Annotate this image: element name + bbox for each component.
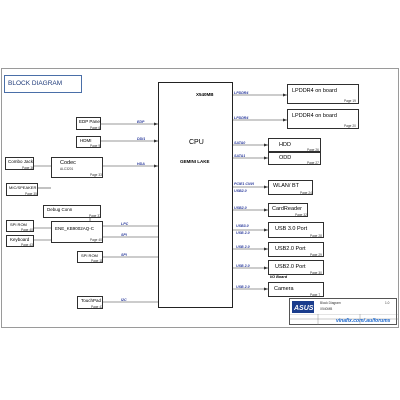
spi-rom-block-1: SPI ROM Page 40 — [6, 220, 34, 232]
lpddr4-block-2: LPDDR4 on board Page 20 — [287, 109, 359, 129]
signal-hda: HDA — [137, 162, 145, 166]
watermark: vinafix.com/.au/forums — [336, 318, 391, 324]
odd-block: ODD Page 27 — [268, 152, 321, 165]
keyboard-block: Keyboard Page 43 — [6, 235, 34, 247]
signal-i2c: I2C — [121, 298, 127, 302]
signal-usb2-usb3port: USB 2.0 — [236, 231, 250, 235]
signal-lpddr4-a: LPDDR4 — [234, 91, 249, 95]
signal-lpddr4-b: LPDDR4 — [234, 116, 249, 120]
signal-usb2-port2: USB 2.0 — [236, 264, 250, 268]
hdmi-block: HDMI Page 9 — [76, 136, 101, 148]
wlan-bt-block: WLAN/ BT Page 24 — [268, 180, 313, 195]
signal-usb2-port1: USB 2.0 — [236, 245, 250, 249]
signal-usb2-wlan: USB2.0 — [234, 189, 247, 193]
svg-text:ASUS: ASUS — [293, 305, 314, 312]
mic-speaker-block: MIC/SPEAKER Page 35 — [6, 183, 38, 196]
ec-controller-block: ENE_KB9002AQ-C Page 40 — [51, 221, 103, 243]
title-block-rev: 1.0 — [385, 301, 390, 305]
schematic-sheet — [1, 68, 399, 328]
codec-block: Codec ALC3201 Page 33 — [51, 157, 103, 178]
usb20-port-block-2: USB2.0 Port Page 30 — [268, 260, 324, 275]
cpu-model: X540MB — [196, 92, 214, 97]
spi-rom-block-2: SPI ROM Page 11 — [77, 251, 103, 263]
title-block-grid — [290, 314, 398, 325]
cardreader-block: CardReader Page 32 — [268, 203, 308, 217]
signal-usb2-cardreader: USB2.0 — [234, 206, 247, 210]
diagram-title: BLOCK DIAGRAM — [4, 75, 82, 93]
io-board-label: I/O Board — [270, 275, 288, 279]
signal-usb2-camera: USB 2.0 — [236, 285, 250, 289]
touchpad-block: TouchPad Page 43 — [77, 296, 103, 309]
edp-panel-block: EDP Panel Page 6 — [76, 117, 101, 130]
combo-jack-block: Combo Jack Page 36 — [5, 157, 34, 170]
title-block-project: X540MB — [320, 307, 333, 311]
cpu-block: X540MB CPU GEMINI LAKE — [158, 82, 233, 308]
signal-ddi1: DDI1 — [137, 137, 146, 141]
usb20-port-block-1: USB2.0 Port Page 29 — [268, 242, 324, 257]
title-block: ASUS Block Diagram X540MB 1.0 — [289, 298, 398, 325]
title-block-title: Block Diagram — [320, 301, 341, 305]
signal-usb3: USB3.0 — [236, 224, 249, 228]
cpu-platform: GEMINI LAKE — [180, 159, 210, 164]
signal-sata0: SATA0 — [234, 141, 246, 145]
signal-pcie: PCIE1 CNVI — [234, 182, 254, 186]
debug-conn-block: Debug Conn Page 37 — [43, 205, 101, 218]
signal-spi-2: SPI — [121, 253, 127, 257]
hdd-block: HDD Page 26 — [268, 138, 321, 152]
signal-spi-1: SPI — [121, 233, 127, 237]
asus-logo: ASUS — [292, 301, 314, 313]
lpddr4-block-1: LPDDR4 on board Page 19 — [287, 84, 359, 104]
cpu-name: CPU — [189, 139, 204, 146]
signal-lpc: LPC — [121, 222, 129, 226]
usb30-port-block: USB 3.0 Port Page 28 — [268, 222, 324, 238]
camera-block: Camera Page 7 — [268, 282, 324, 297]
signal-sata1: SATA1 — [234, 154, 246, 158]
signal-edp: EDP — [137, 120, 145, 124]
